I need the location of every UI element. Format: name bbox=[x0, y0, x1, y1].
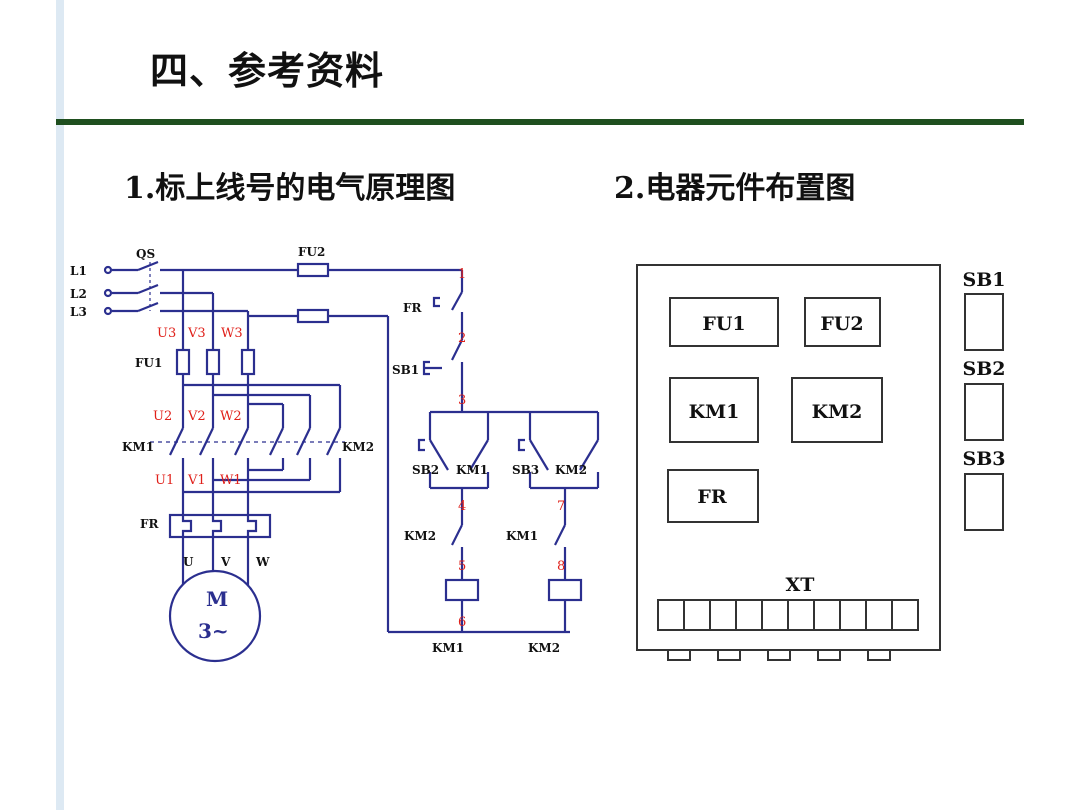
fr-contact-label: FR bbox=[403, 301, 423, 315]
layout-sb1: SB1 bbox=[962, 269, 1005, 291]
layout-fu2: FU2 bbox=[820, 313, 863, 335]
terminal-cell bbox=[891, 599, 919, 631]
terminal-cell bbox=[813, 599, 841, 631]
page-title: 四、参考资料 bbox=[150, 49, 385, 93]
terminal-cell bbox=[657, 599, 685, 631]
terminal-w3: W3 bbox=[221, 326, 243, 341]
layout-sb2: SB2 bbox=[962, 358, 1005, 380]
fu2-label: FU2 bbox=[298, 245, 325, 259]
km2-aux-label: KM2 bbox=[555, 463, 587, 477]
terminal-cell bbox=[787, 599, 815, 631]
terminal-cell bbox=[735, 599, 763, 631]
coil-label-km1: KM1 bbox=[432, 641, 464, 655]
phase-label-l3: L3 bbox=[70, 305, 87, 319]
mounting-foot bbox=[767, 649, 791, 661]
layout-sb3: SB3 bbox=[962, 448, 1005, 470]
mounting-foot bbox=[667, 649, 691, 661]
terminal-block-feet bbox=[667, 649, 891, 661]
terminal-u1: U1 bbox=[155, 473, 174, 488]
component-layout bbox=[636, 264, 1004, 651]
km1-interlock-label: KM1 bbox=[506, 529, 538, 543]
wire-number-1: 1 bbox=[458, 267, 466, 282]
schematic-heading: 1.标上线号的电气原理图 bbox=[124, 171, 456, 206]
motor-phase-label: 3~ bbox=[198, 619, 229, 643]
motor-terminal-w: W bbox=[255, 555, 270, 569]
qs-label: QS bbox=[136, 247, 155, 261]
layout-heading: 2.电器元件布置图 bbox=[614, 171, 856, 206]
wire-number-4: 4 bbox=[458, 499, 466, 514]
sb2-label: SB2 bbox=[412, 463, 439, 477]
terminal-u2: U2 bbox=[153, 409, 172, 424]
layout-km1: KM1 bbox=[689, 401, 740, 423]
km2-main-label: KM2 bbox=[342, 440, 374, 454]
terminal-v2: V2 bbox=[187, 409, 206, 424]
electrical-schematic bbox=[103, 260, 600, 663]
layout-xt: XT bbox=[786, 574, 815, 596]
terminal-cell bbox=[865, 599, 893, 631]
fu1-label: FU1 bbox=[135, 356, 162, 370]
motor-terminal-v: V bbox=[220, 555, 231, 569]
mounting-foot bbox=[717, 649, 741, 661]
terminal-cell bbox=[761, 599, 789, 631]
coil-label-km2: KM2 bbox=[528, 641, 560, 655]
phase-label-l1: L1 bbox=[70, 264, 87, 278]
km1-main-label: KM1 bbox=[122, 440, 154, 454]
terminal-v3: V3 bbox=[187, 326, 206, 341]
terminal-cell bbox=[839, 599, 867, 631]
wire-number-6: 6 bbox=[458, 615, 466, 630]
sb3-label: SB3 bbox=[512, 463, 539, 477]
phase-label-l2: L2 bbox=[70, 287, 87, 301]
terminal-cell bbox=[709, 599, 737, 631]
terminal-w1: W1 bbox=[220, 473, 242, 488]
sb1-label: SB1 bbox=[392, 363, 419, 377]
terminal-v1: V1 bbox=[187, 473, 206, 488]
wire-number-7: 7 bbox=[557, 499, 565, 514]
layout-fu1: FU1 bbox=[702, 313, 745, 335]
fr-main-label: FR bbox=[140, 517, 160, 531]
wire-number-5: 5 bbox=[458, 559, 466, 574]
motor-terminal-u: U bbox=[183, 555, 194, 569]
km1-aux-label: KM1 bbox=[456, 463, 488, 477]
km2-interlock-label: KM2 bbox=[404, 529, 436, 543]
terminal-w2: W2 bbox=[220, 409, 242, 424]
mounting-foot bbox=[817, 649, 841, 661]
left-accent-bar bbox=[56, 0, 64, 810]
title-divider bbox=[56, 119, 1024, 125]
terminal-u3: U3 bbox=[157, 326, 176, 341]
motor-label: M bbox=[206, 587, 228, 611]
layout-fr: FR bbox=[697, 486, 726, 508]
wire-number-8: 8 bbox=[557, 559, 565, 574]
terminal-block-xt bbox=[657, 599, 919, 631]
wire-number-2: 2 bbox=[458, 331, 466, 346]
wire-number-3: 3 bbox=[458, 393, 466, 408]
layout-km2: KM2 bbox=[812, 401, 863, 423]
terminal-cell bbox=[683, 599, 711, 631]
mounting-foot bbox=[867, 649, 891, 661]
